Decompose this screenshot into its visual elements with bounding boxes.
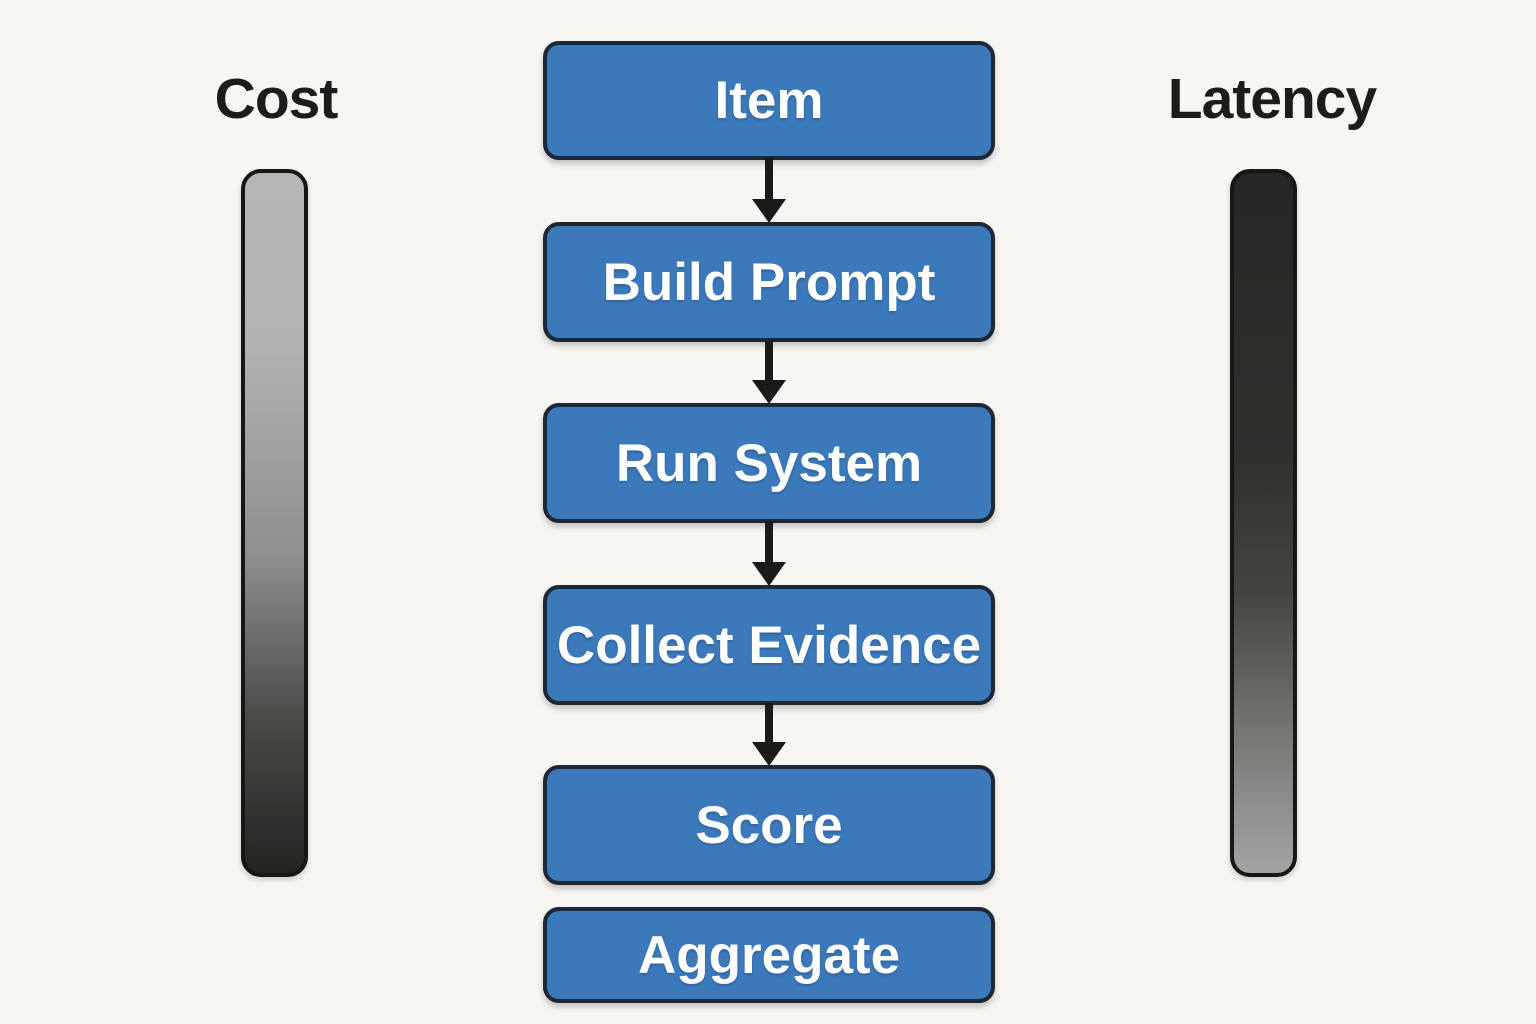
flow-step-label: Item [714, 71, 824, 130]
arrow-head [752, 380, 786, 404]
arrow-head [752, 199, 786, 223]
flow-step-collect-evidence: Collect Evidence [543, 585, 995, 705]
cost-gauge-label: Cost [214, 67, 339, 131]
flow-step-run-system: Run System [543, 403, 995, 523]
arrow-line [765, 521, 773, 562]
flow-step-item: Item [543, 41, 995, 160]
arrow-line [765, 340, 773, 380]
flow-step-label: Build Prompt [602, 252, 936, 312]
latency-gauge-label: Latency [1167, 67, 1377, 131]
down-arrow-icon [752, 340, 786, 404]
down-arrow-icon [752, 521, 786, 586]
arrow-head [752, 742, 786, 766]
flow-step-score: Score [543, 765, 995, 885]
flow-step-label: Aggregate [637, 925, 901, 985]
arrow-line [765, 703, 773, 742]
down-arrow-icon [752, 158, 786, 223]
flow-step-label: Run System [615, 433, 923, 493]
arrow-line [765, 158, 773, 199]
flow-step-label: Collect Evidence [556, 615, 982, 675]
latency-gauge-bar [1230, 169, 1297, 877]
flow-step-build-prompt: Build Prompt [543, 222, 995, 342]
arrow-head [752, 562, 786, 586]
flow-step-aggregate: Aggregate [543, 907, 995, 1003]
down-arrow-icon [752, 703, 786, 766]
flow-step-label: Score [695, 795, 843, 855]
cost-gauge-bar [241, 169, 308, 877]
